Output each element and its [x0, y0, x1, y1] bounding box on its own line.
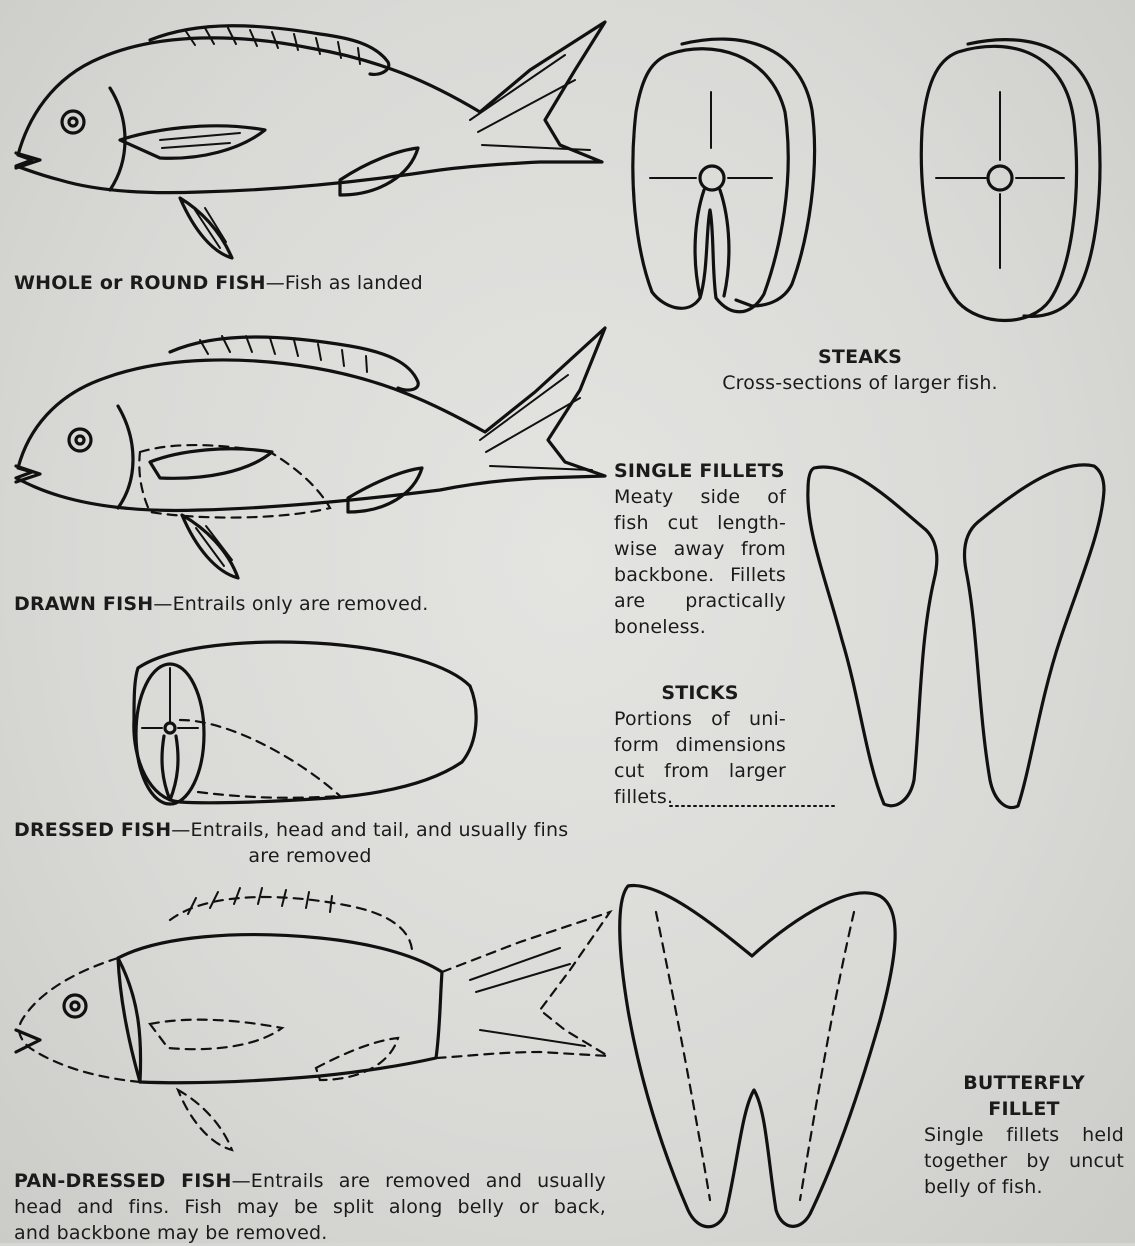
whole-fish-name: WHOLE or ROUND FISH [14, 272, 266, 294]
steaks-desc: Cross-sections of larger fish. [660, 370, 1060, 396]
single-fillets-line-5: are practically [614, 588, 786, 614]
butterfly-fillet-caption: BUTTERFLY FILLET Single fillets held tog… [924, 1070, 1124, 1200]
steak-right-drawing [921, 40, 1100, 321]
pan-dressed-fish-drawing [16, 888, 610, 1150]
butterfly-fillet-title-line2: FILLET [924, 1096, 1124, 1122]
single-fillets-line-2: fish cut length- [614, 510, 786, 536]
steaks-title: STEAKS [660, 344, 1060, 370]
steaks-caption: STEAKS Cross-sections of larger fish. [660, 344, 1060, 396]
single-fillets-title: SINGLE FILLETS [614, 458, 786, 484]
butterfly-fillet-drawing [620, 886, 895, 1227]
butterfly-fillet-line-1: Single fillets held [924, 1122, 1124, 1148]
whole-fish-caption: WHOLE or ROUND FISH—Fish as landed [14, 270, 423, 296]
sticks-title: STICKS [614, 680, 786, 706]
sticks-caption: STICKS Portions of uni- form dimensions … [614, 680, 786, 810]
butterfly-fillet-line-3: belly of fish. [924, 1174, 1124, 1200]
butterfly-fillet-line-2: together by uncut [924, 1148, 1124, 1174]
butterfly-fillet-title-line1: BUTTERFLY [924, 1070, 1124, 1096]
drawn-fish-caption: DRAWN FISH—Entrails only are removed. [14, 591, 428, 617]
single-fillets-caption: SINGLE FILLETS Meaty side of fish cut le… [614, 458, 786, 640]
pan-dressed-fish-name: PAN-DRESSED FISH [14, 1170, 232, 1192]
dressed-fish-drawing [134, 642, 476, 804]
single-fillets-drawing [808, 465, 1104, 808]
dressed-fish-caption: DRESSED FISH—Entrails, head and tail, an… [14, 817, 606, 869]
single-fillets-line-4: backbone. Fillets [614, 562, 786, 588]
pan-dressed-fish-desc-line1: —Entrails are removed and usually [232, 1170, 606, 1192]
sticks-line-3: cut from larger [614, 758, 786, 784]
drawn-fish-name: DRAWN FISH [14, 593, 153, 615]
sticks-line-4: fillets. [614, 784, 786, 810]
single-fillets-line-3: wise away from [614, 536, 786, 562]
dressed-fish-desc-line1: —Entrails, head and tail, and usually fi… [171, 819, 568, 841]
sticks-line-1: Portions of uni- [614, 706, 786, 732]
single-fillets-line-6: boneless. [614, 614, 786, 640]
pan-dressed-fish-desc-line2: head and fins. Fish may be split along b… [14, 1194, 606, 1220]
single-fillets-line-1: Meaty side of [614, 484, 786, 510]
pan-dressed-fish-caption: PAN-DRESSED FISH—Entrails are removed an… [14, 1168, 606, 1246]
pan-dressed-fish-desc-line3: and backbone may be removed. [14, 1220, 606, 1246]
whole-fish-desc: —Fish as landed [266, 272, 423, 294]
sticks-line-2: form dimensions [614, 732, 786, 758]
dressed-fish-name: DRESSED FISH [14, 819, 171, 841]
whole-fish-drawing [16, 22, 605, 258]
drawn-fish-drawing [16, 328, 605, 578]
dressed-fish-desc-line2: are removed [14, 843, 606, 869]
steak-left-drawing [633, 39, 815, 312]
drawn-fish-desc: —Entrails only are removed. [153, 593, 428, 615]
